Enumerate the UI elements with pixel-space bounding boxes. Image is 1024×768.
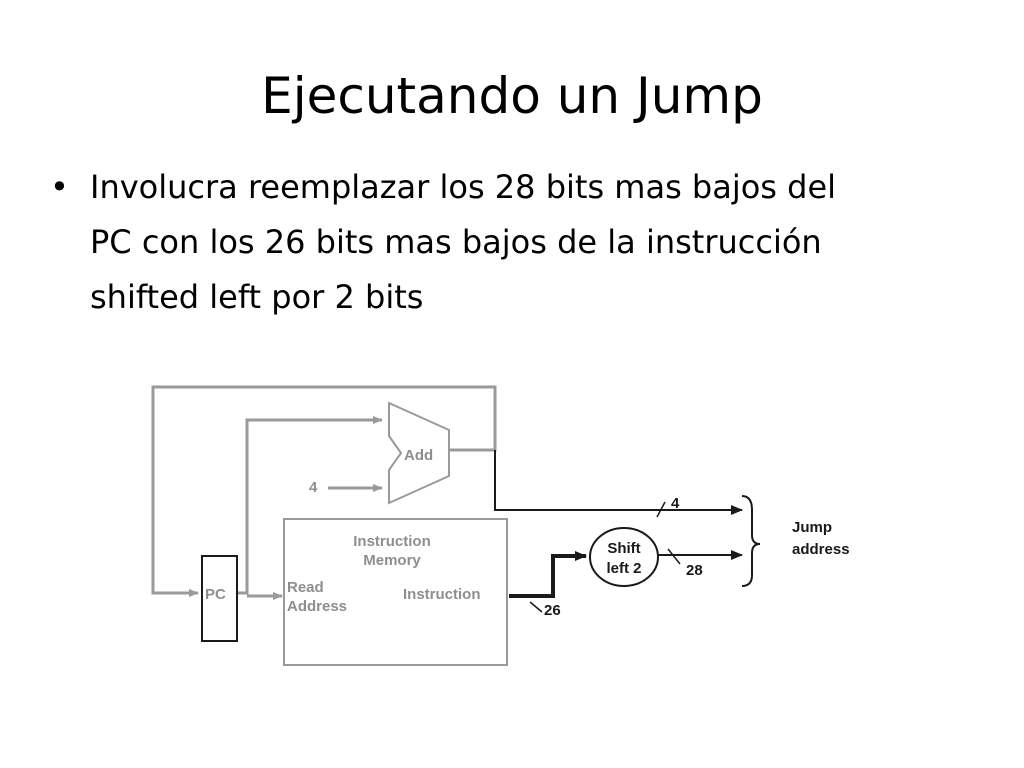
read-address-line1: Read [287,579,324,596]
width-tick-26 [529,601,543,613]
slide-title: Ejecutando un Jump [261,67,763,125]
add-alu [388,401,450,505]
shift-line2: left 2 [606,560,641,577]
bullet-line-3: shifted left por 2 bits [90,278,424,316]
pc-label: PC [205,586,226,603]
feedback-wire [151,385,497,597]
read-address-line2: Address [287,598,347,615]
width-label-4: 4 [671,495,680,512]
bullet-item: • Involucra reemplazar los 28 bits mas b… [50,160,990,325]
width-label-26: 26 [544,602,561,619]
upper-bits-wire [494,450,743,515]
jump-label-line1: Jump [792,519,832,536]
width-tick-4 [656,501,666,518]
instruction-output-label: Instruction [403,586,481,603]
shift-left-2 [589,527,659,587]
jump-label-line2: address [792,541,850,558]
add-label: Add [404,447,433,464]
jump-address-brace [741,495,761,587]
bullet-line-1: Involucra reemplazar los 28 bits mas baj… [90,168,837,206]
memory-title-line1: Instruction [353,533,431,550]
bullet-line-2: PC con los 26 bits mas bajos de la instr… [90,223,822,261]
constant-four-label: 4 [309,479,318,496]
width-label-28: 28 [686,562,703,579]
shift-line1: Shift [607,540,640,557]
bullet-dot-icon: • [50,168,69,206]
instruction-memory [283,518,508,666]
width-tick-28 [667,548,681,565]
instruction-to-shift-wire [509,551,587,598]
bullet-list: • Involucra reemplazar los 28 bits mas b… [50,160,990,325]
memory-title-line2: Memory [363,552,421,569]
pc-to-add-wire [237,416,383,595]
pc-register [201,555,238,642]
